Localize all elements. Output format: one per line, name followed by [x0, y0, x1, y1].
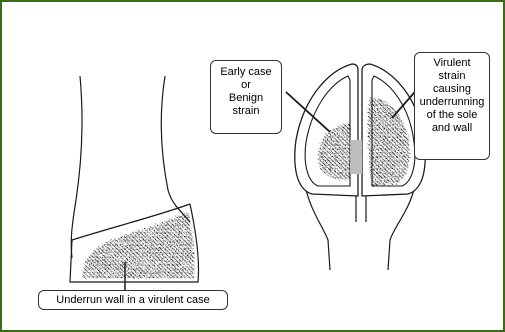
- early-case-line-3: Benign: [211, 92, 281, 105]
- virulent-line-2: strain: [415, 70, 489, 83]
- early-case-label: Early case or Benign strain: [210, 60, 282, 134]
- underrun-text: Underrun wall in a virulent case: [39, 291, 227, 309]
- early-case-line-4: strain: [211, 105, 281, 118]
- underrun-label: Underrun wall in a virulent case: [38, 290, 228, 310]
- early-case-line-2: or: [211, 79, 281, 92]
- early-case-line-1: Early case: [211, 66, 281, 79]
- virulent-label: Virulent strain causing underrunning of …: [414, 52, 490, 160]
- virulent-line-4: underrunning: [415, 96, 489, 109]
- virulent-line-1: Virulent: [415, 57, 489, 70]
- virulent-line-3: causing: [415, 83, 489, 96]
- virulent-line-6: and wall: [415, 122, 489, 135]
- virulent-line-5: of the sole: [415, 109, 489, 122]
- interdigital-gap: [350, 140, 362, 174]
